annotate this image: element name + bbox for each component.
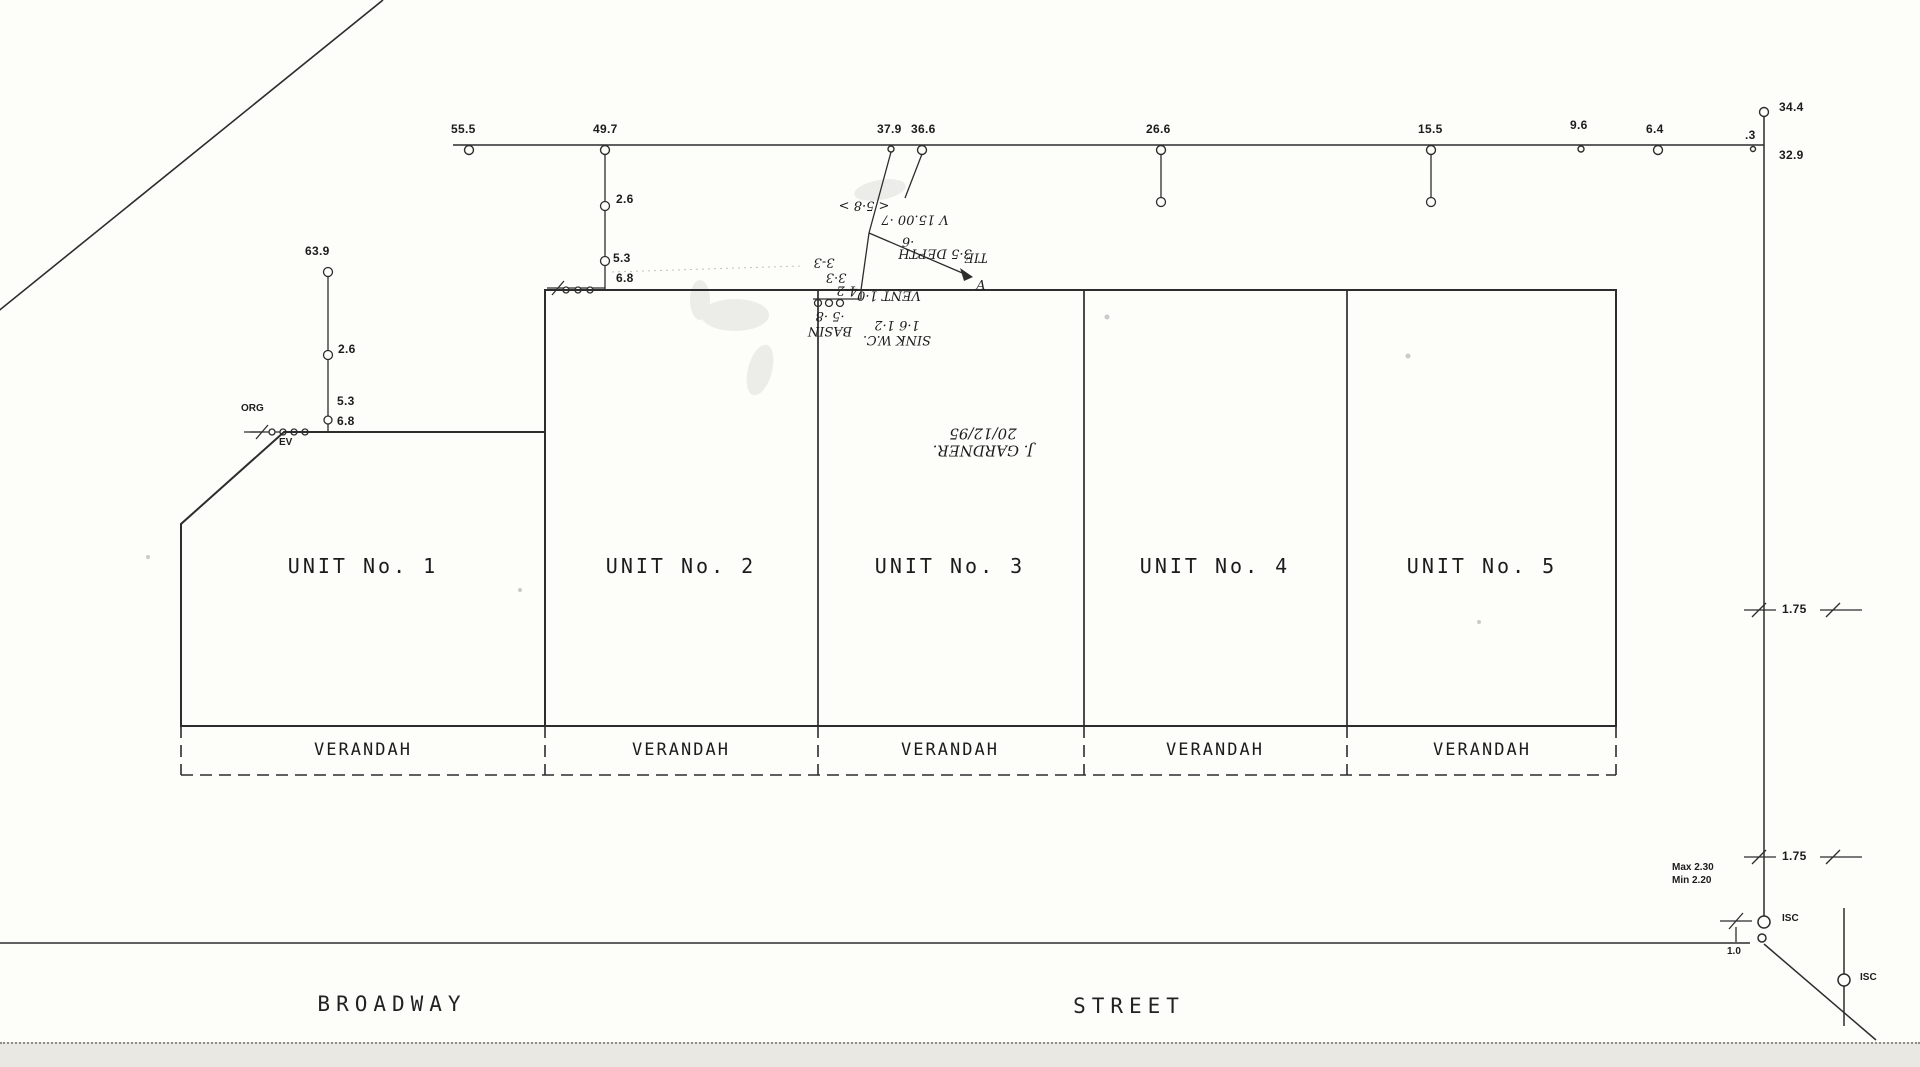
depth-2-6-unit1: 2.6 xyxy=(338,342,356,356)
street-name-broadway: BROADWAY xyxy=(317,992,467,1016)
unit-4-label: UNIT No. 4 xyxy=(1139,554,1291,578)
isc-label-1: ISC xyxy=(1782,913,1799,924)
measurement-32-9: 32.9 xyxy=(1779,148,1804,162)
note-sink-name: SINK W.C. xyxy=(862,331,932,347)
max-min-depth: Max 2.30 Min 2.20 xyxy=(1672,862,1714,887)
street-name-street: STREET xyxy=(1073,994,1185,1018)
note-v-15-00: V 15.00 ·7 xyxy=(881,211,949,227)
dim-1-75-upper: 1.75 xyxy=(1782,602,1807,616)
dimension-ticks xyxy=(1720,602,1862,942)
measurement-0-3: .3 xyxy=(1745,128,1756,142)
note-basin-name: BASIN xyxy=(807,322,853,338)
unit-dividers xyxy=(817,290,1348,726)
verandah-2-label: VERANDAH xyxy=(632,740,730,760)
unit-3-label: UNIT No. 3 xyxy=(874,554,1026,578)
sewer-points xyxy=(463,106,1770,156)
unit-1-label: UNIT No. 1 xyxy=(287,554,439,578)
depth-63-9: 63.9 xyxy=(305,244,330,258)
measurement-9-6: 9.6 xyxy=(1570,118,1588,132)
boundary-line xyxy=(0,0,384,311)
max-depth: Max 2.30 xyxy=(1672,862,1714,873)
signature-date: 20/12/95 xyxy=(949,424,1017,442)
isc-label-2: ISC xyxy=(1860,972,1877,983)
scan-dots xyxy=(146,314,1481,624)
verandah-1-label: VERANDAH xyxy=(314,740,412,760)
verandah-3-label: VERANDAH xyxy=(901,740,999,760)
note-tie: TIE xyxy=(964,249,988,265)
min-depth: Min 2.20 xyxy=(1672,874,1712,886)
measurement-15-5: 15.5 xyxy=(1418,122,1443,136)
measurement-6-4: 6.4 xyxy=(1646,122,1664,136)
unit-2-label: UNIT No. 2 xyxy=(605,554,757,578)
measurement-37-9: 37.9 xyxy=(877,122,902,136)
measurement-36-6: 36.6 xyxy=(911,122,936,136)
unit1-outline xyxy=(180,431,546,727)
scan-smudges xyxy=(690,179,906,396)
measurement-34-4: 34.4 xyxy=(1779,100,1804,114)
unit-5-label: UNIT No. 5 xyxy=(1406,554,1558,578)
verandah-dashed xyxy=(180,726,1617,776)
note-sink-wc: SINK W.C. 1·6 1·2 xyxy=(862,316,932,347)
org-label: ORG xyxy=(241,403,264,414)
sewer-main-line xyxy=(453,117,1765,916)
signature-name: J. GARDNER. xyxy=(932,441,1034,460)
depth-6-8-unit1: 6.8 xyxy=(337,414,355,428)
verandah-4-label: VERANDAH xyxy=(1166,740,1264,760)
unit4-lateral xyxy=(1155,154,1167,208)
note-basin-values: ·5 ·8 xyxy=(815,308,845,323)
offset-1-0: 1.0 xyxy=(1727,946,1741,957)
note-basin: BASIN ·5 ·8 xyxy=(807,307,853,338)
ev-label: EV xyxy=(279,437,293,448)
note-tie-5-8: < 5·8 > xyxy=(838,197,890,213)
isc-points xyxy=(1757,908,1877,1041)
unit2-lateral xyxy=(547,154,801,296)
unit5-lateral xyxy=(1425,154,1437,208)
note-vent-1-0: VENT 1·0 xyxy=(857,287,921,303)
depth-2-6-unit2: 2.6 xyxy=(616,192,634,206)
measurement-49-7: 49.7 xyxy=(593,122,618,136)
depth-5-3-unit1: 5.3 xyxy=(337,394,355,408)
note-3-5-depth: 3·5 DEPTH xyxy=(898,245,972,261)
signature-note: J. GARDNER. 20/12/95 xyxy=(933,424,1034,459)
measurement-26-6: 26.6 xyxy=(1146,122,1171,136)
dim-1-75-lower: 1.75 xyxy=(1782,849,1807,863)
building-main-outline xyxy=(544,289,1617,727)
measurement-55-5: 55.5 xyxy=(451,122,476,136)
verandah-5-label: VERANDAH xyxy=(1433,740,1531,760)
note-sink-values: 1·6 1·2 xyxy=(874,317,920,332)
unit3-lateral xyxy=(813,151,973,308)
section-a-label: A xyxy=(976,278,986,294)
depth-6-8-unit2: 6.8 xyxy=(616,271,634,285)
paper-edge xyxy=(0,1042,1920,1067)
note-3-3-a: 3-3 xyxy=(813,254,835,270)
note-4-2: 4-2 xyxy=(836,282,858,298)
depth-5-3-unit2: 5.3 xyxy=(613,251,631,265)
